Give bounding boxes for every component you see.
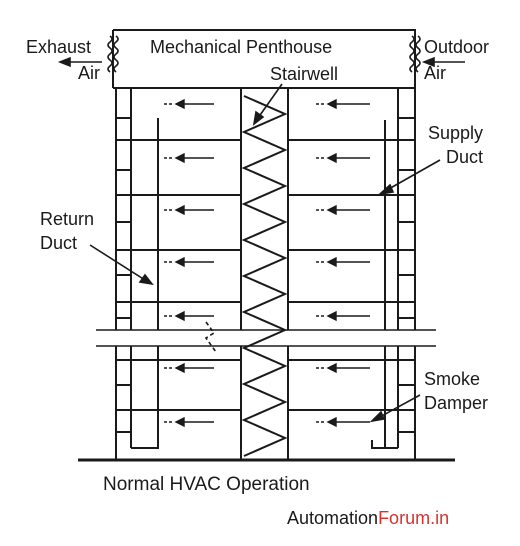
supply-branch xyxy=(288,398,386,411)
break-symbol xyxy=(204,321,217,353)
smoke-label-line2: Damper xyxy=(424,393,489,413)
airflow-arrow-right-head xyxy=(326,362,337,374)
smoke-label-line1: Smoke xyxy=(424,369,481,389)
airflow-arrow-right-head xyxy=(326,204,337,216)
outdoor-label-line2: Air xyxy=(424,63,446,83)
airflow-arrow-right-head xyxy=(326,256,337,268)
supply-label-line1: Supply xyxy=(428,123,484,143)
supply-branch xyxy=(288,128,386,141)
airflow-arrow-right-head xyxy=(326,416,337,428)
exhaust-louver-2 xyxy=(113,35,119,73)
supply-label-line2: Duct xyxy=(446,147,484,167)
penthouse-label: Mechanical Penthouse xyxy=(150,37,333,57)
watermark-part2: Forum.in xyxy=(378,508,450,528)
return-duct-bottom xyxy=(131,440,159,449)
airflow-arrow-left-head xyxy=(174,152,185,164)
smoke-leader-head xyxy=(369,410,386,423)
supply-branch xyxy=(288,290,386,303)
supply-leader-head xyxy=(377,183,395,196)
return-label-line1: Return xyxy=(40,209,95,229)
exhaust-arrow-head xyxy=(57,56,71,68)
watermark: AutomationForum.in xyxy=(287,508,449,529)
airflow-arrow-left-head xyxy=(174,256,185,268)
stairwell-leader xyxy=(257,83,283,119)
return-branch xyxy=(157,128,241,141)
airflow-arrow-right-head xyxy=(326,152,337,164)
supply-duct-bottom xyxy=(371,440,398,449)
airflow-arrow-left-head xyxy=(174,98,185,110)
diagram-caption: Normal HVAC Operation xyxy=(103,474,310,495)
return-branch xyxy=(157,348,241,361)
penthouse-outline xyxy=(112,29,416,89)
return-branch xyxy=(157,238,241,251)
supply-branch xyxy=(288,238,386,251)
exhaust-label-line2: Air xyxy=(78,63,100,83)
airflow-arrow-left-head xyxy=(174,204,185,216)
airflow-arrow-left-head xyxy=(174,362,185,374)
intake-louver-2 xyxy=(415,35,421,73)
return-leader-head xyxy=(138,273,154,286)
supply-branch xyxy=(288,183,386,196)
airflow-arrow-left-head xyxy=(174,416,185,428)
airflow-arrow-left-head xyxy=(174,310,185,322)
return-branch xyxy=(157,183,241,196)
watermark-part1: Automation xyxy=(287,508,379,528)
supply-leader xyxy=(386,159,441,191)
outdoor-label-line1: Outdoor xyxy=(424,37,490,57)
return-branch xyxy=(157,398,241,411)
return-branch xyxy=(157,290,241,303)
airflow-arrow-right-head xyxy=(326,310,337,322)
stairwell-leader-head xyxy=(252,110,265,126)
stair-flights xyxy=(241,95,288,457)
return-label-line2: Duct xyxy=(40,233,78,253)
exhaust-louver xyxy=(107,35,113,73)
intake-louver xyxy=(409,35,415,73)
supply-branch xyxy=(288,348,386,361)
outdoor-arrow-head xyxy=(421,56,435,68)
airflow-arrow-right-head xyxy=(326,98,337,110)
return-leader xyxy=(89,244,146,281)
exhaust-label-line1: Exhaust xyxy=(26,37,92,57)
smoke-leader xyxy=(377,394,421,419)
stairwell-label: Stairwell xyxy=(270,64,339,84)
